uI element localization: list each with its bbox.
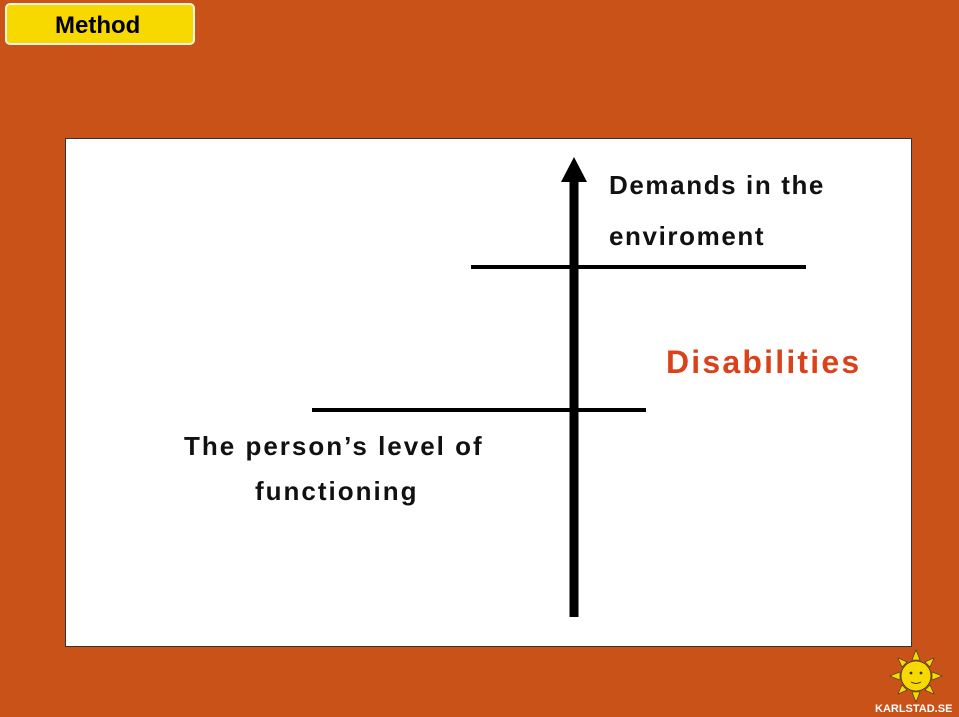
arrow-head — [561, 157, 587, 182]
diagram-panel: Demands in the enviroment Disabilities T… — [65, 138, 912, 647]
sun-face-icon — [889, 649, 943, 703]
logo-text: KARLSTAD.SE — [875, 703, 953, 715]
method-badge: Method — [5, 3, 195, 45]
demands-label-line2: enviroment — [609, 221, 766, 251]
disabilities-label: Disabilities — [666, 344, 862, 380]
diagram-svg — [312, 157, 806, 617]
person-label-line2: functioning — [255, 476, 419, 506]
karlstad-logo: KARLSTAD.SE — [872, 648, 956, 717]
method-label: Method — [55, 12, 141, 39]
person-label-line1: The person’s level of — [184, 431, 484, 461]
demands-label-line1: Demands in the — [609, 170, 825, 200]
